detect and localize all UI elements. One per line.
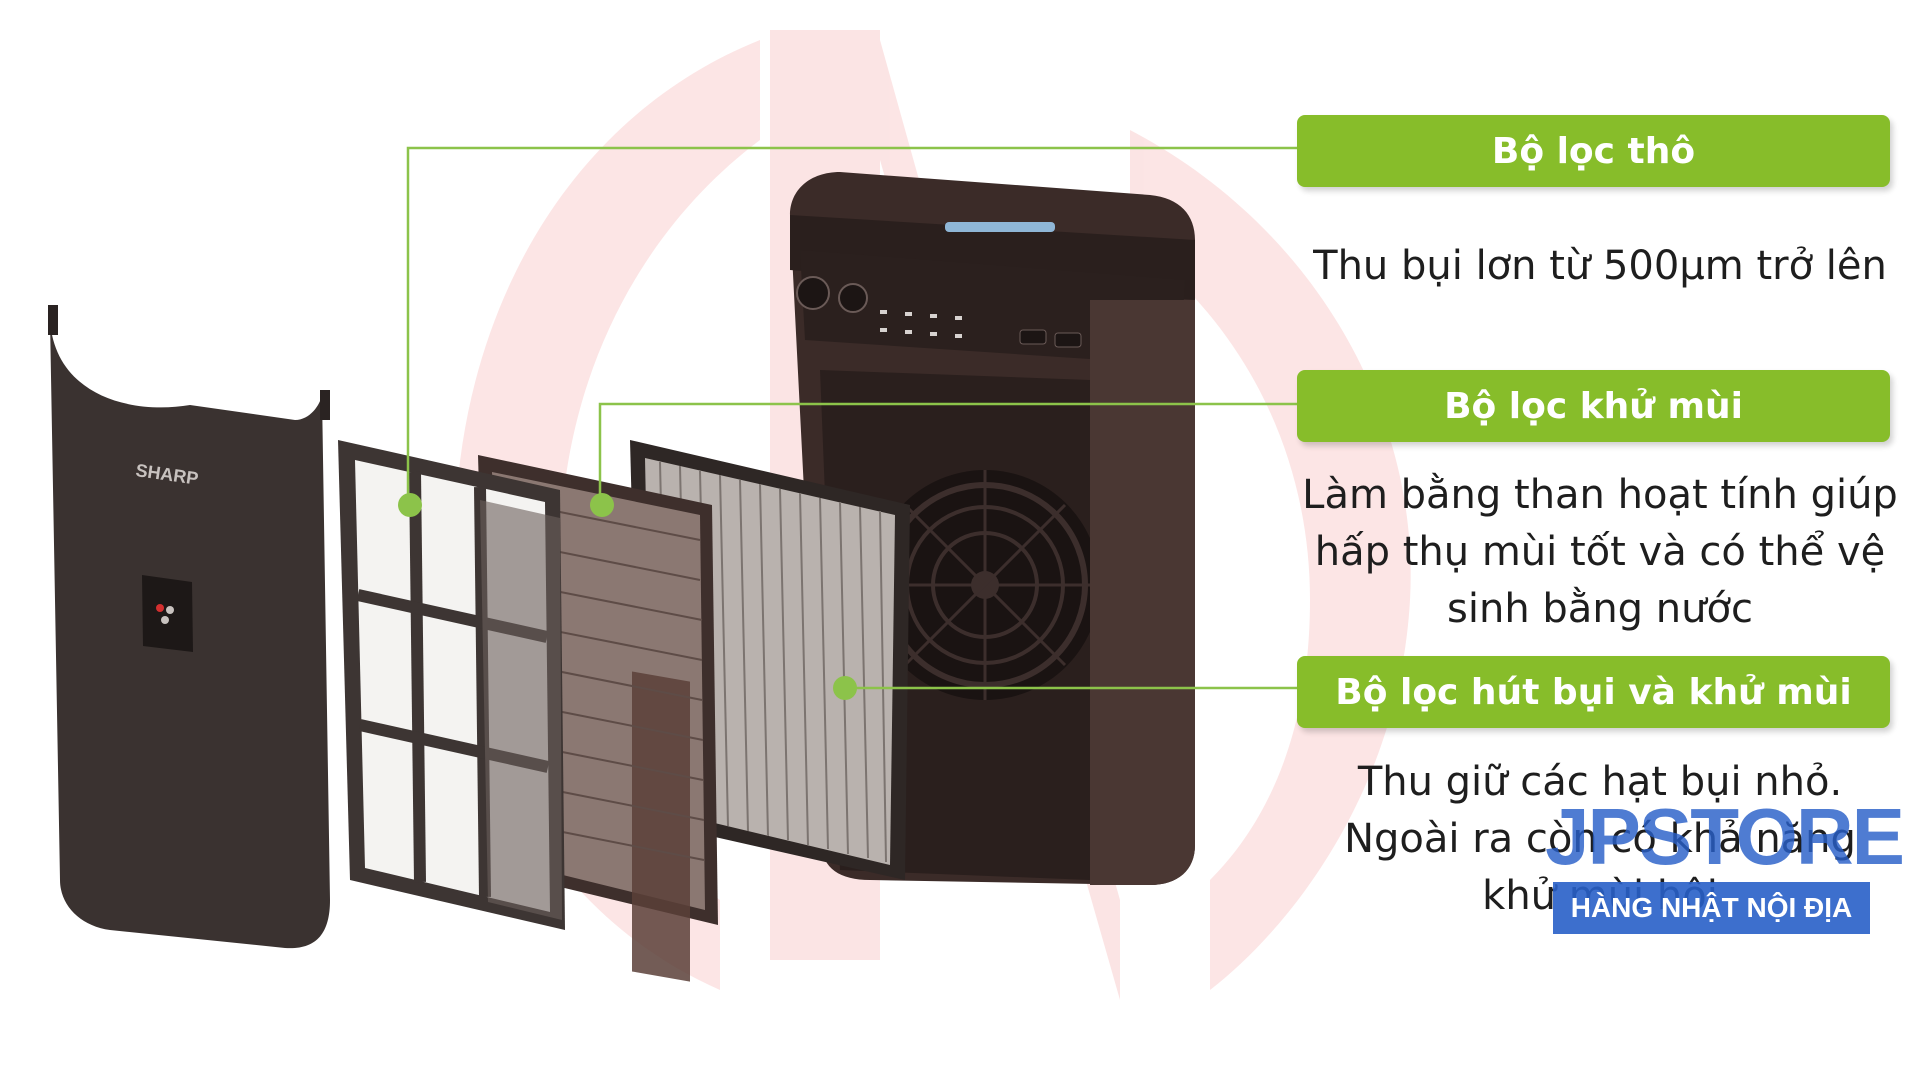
power-button-icon <box>796 276 830 310</box>
desc-line: Làm bằng than hoạt tính giúp <box>1302 472 1898 518</box>
desc-line: Thu bụi lơn từ 500μm trở lên <box>1313 243 1887 289</box>
desc-line: hấp thụ mùi tốt và có thể vệ <box>1314 529 1886 575</box>
mode-button-icon <box>838 283 868 313</box>
watermark-subtitle: HÀNG NHẬT NỘI ĐỊA <box>1553 882 1870 934</box>
marker-dot-deodorizing-filter <box>590 493 614 517</box>
marker-dot-pre-filter <box>398 493 422 517</box>
plasmacluster-emblem <box>142 575 193 652</box>
leader-line-pre-filter <box>406 146 1298 505</box>
indicator-lights <box>880 310 962 338</box>
desc-line: Thu giữ các hạt bụi nhỏ. <box>1357 759 1843 805</box>
callout-label-deodorizing-filter: Bộ lọc khử mùi <box>1297 370 1890 442</box>
desc-line: sinh bằng nước <box>1447 586 1753 632</box>
callout-label-pre-filter: Bộ lọc thô <box>1297 115 1890 187</box>
desc-line: Ngoài ra còn có khả năng <box>1344 816 1856 862</box>
front-cover: SHARP <box>48 305 330 949</box>
callout-desc-pre-filter: Thu bụi lơn từ 500μm trở lên <box>1300 238 1900 295</box>
marker-dot-hepa-filter <box>833 676 857 700</box>
store-watermark: JPSTORE HÀNG NHẬT NỘI ĐỊA <box>1545 792 1905 935</box>
callout-label-hepa-filter: Bộ lọc hút bụi và khử mùi <box>1297 656 1890 728</box>
top-light-strip <box>945 222 1055 232</box>
leader-line-deodorizing-filter <box>598 402 1298 505</box>
fan-grille-icon <box>870 470 1100 700</box>
leader-lines <box>406 146 1298 690</box>
watermark-title: JPSTORE <box>1545 792 1905 881</box>
pre-filter <box>338 440 565 930</box>
callout-desc-deodorizing-filter: Làm bằng than hoạt tính giúp hấp thụ mùi… <box>1295 467 1905 638</box>
